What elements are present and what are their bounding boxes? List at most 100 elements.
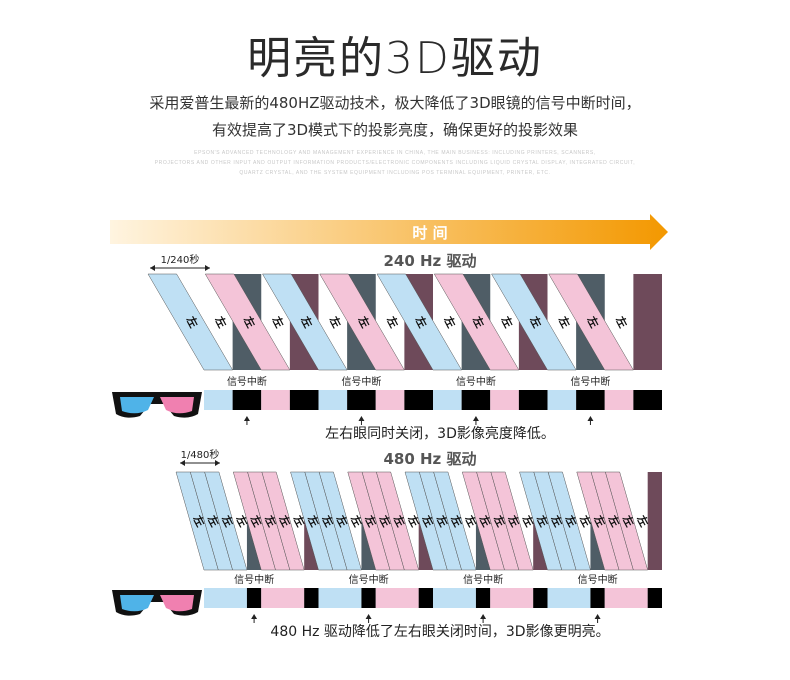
- shutter-closed: [289, 390, 319, 410]
- section-240hz: 240 Hz 驱动1/240秒左左左左左左左左左左左左左左左左信号中断信号中断信…: [112, 252, 662, 442]
- frame-label: 左: [562, 512, 580, 529]
- frame-label: 左: [269, 313, 287, 330]
- shutter-open: [261, 588, 305, 608]
- pointer-arrow: [594, 614, 601, 619]
- frame-label: 左: [619, 512, 637, 529]
- shutter-open: [375, 390, 405, 410]
- frame-label: 左: [298, 313, 316, 330]
- shutter-closed: [518, 390, 548, 410]
- shutter-open: [261, 390, 290, 410]
- shutter-open: [318, 588, 362, 608]
- frame-label: 左: [448, 512, 466, 529]
- time-arrow: [110, 214, 668, 250]
- shutter-closed: [418, 588, 433, 608]
- shutter-closed: [461, 390, 491, 410]
- shutter-closed: [590, 588, 605, 608]
- shutter-open: [547, 390, 577, 410]
- pointer-arrow: [365, 614, 372, 619]
- shutter-open: [433, 588, 476, 608]
- shutter-open: [204, 390, 233, 410]
- shutter-closed: [404, 390, 433, 410]
- frame-label: 左: [584, 313, 602, 330]
- signal-interrupt-label: 信号中断: [578, 573, 618, 586]
- frame-label: 左: [527, 313, 545, 330]
- watermark-line-2: PROJECTORS AND OTHER INPUT AND OUTPUT IN…: [154, 160, 636, 166]
- frame-label: 左: [634, 512, 652, 529]
- frame-label: 左: [505, 512, 523, 529]
- shutter-closed: [246, 588, 262, 608]
- interval-arrow-left: [150, 265, 155, 271]
- shutter-closed: [232, 390, 262, 410]
- section-caption: 480 Hz 驱动降低了左右眼关闭时间，3D影像更明亮。: [270, 623, 609, 640]
- interval-arrow-right: [215, 460, 220, 466]
- pointer-arrow: [587, 416, 594, 421]
- interval-arrow-right: [205, 265, 210, 271]
- frame-label: 左: [333, 512, 351, 529]
- shutter-closed: [475, 588, 491, 608]
- frame-label: 左: [469, 313, 487, 330]
- frame-label: 左: [183, 313, 201, 330]
- pointer-arrow: [243, 416, 250, 421]
- shutter-open: [604, 390, 634, 410]
- frame-label: 左: [441, 313, 459, 330]
- 3d-glasses-icon: [112, 590, 202, 616]
- section-caption: 左右眼同时关闭，3D影像亮度降低。: [325, 425, 555, 442]
- interval-arrow-left: [180, 460, 185, 466]
- shutter-open: [204, 588, 247, 608]
- intro-line-1: 采用爱普生最新的480HZ驱动技术，极大降低了3D眼镜的信号中断时间，: [149, 94, 641, 112]
- frame-label: 左: [412, 313, 430, 330]
- frame-label: 左: [498, 313, 516, 330]
- right-lens: [160, 595, 194, 612]
- shutter-open: [490, 390, 519, 410]
- shutter-closed: [347, 390, 376, 410]
- signal-interrupt-label: 信号中断: [234, 573, 274, 586]
- transition-slot: [633, 274, 662, 370]
- pointer-arrow: [358, 416, 365, 421]
- frame-label: 左: [383, 313, 401, 330]
- frame-label: 左: [326, 313, 344, 330]
- watermark-line-1: EPSON'S ADVANCED TECHNOLOGY AND MANAGEME…: [194, 150, 596, 156]
- shutter-closed: [576, 390, 605, 410]
- section-title: 240 Hz 驱动: [383, 252, 476, 270]
- frame-label: 左: [212, 313, 230, 330]
- frame-label: 左: [240, 313, 258, 330]
- shutter-closed: [361, 588, 376, 608]
- right-lens: [160, 397, 194, 414]
- left-lens: [120, 595, 154, 612]
- shutter-open: [490, 588, 534, 608]
- transition-slot: [647, 472, 662, 570]
- shutter-closed: [304, 588, 319, 608]
- frame-label: 左: [355, 313, 373, 330]
- watermark-line-3: QUARTZ CRYSTAL, AND THE SYSTEM EQUIPMENT…: [239, 170, 551, 176]
- interval-label: 1/480秒: [181, 448, 220, 461]
- shutter-open: [318, 390, 348, 410]
- signal-interrupt-label: 信号中断: [456, 375, 496, 388]
- 3d-glasses-icon: [112, 392, 202, 418]
- section-480hz: 480 Hz 驱动1/480秒左左左左左左左左左左左左左左左左左左左左左左左左左…: [112, 448, 662, 640]
- frame-label: 左: [276, 512, 294, 529]
- frame-label: 左: [390, 512, 408, 529]
- left-lens: [120, 397, 154, 414]
- shutter-closed: [633, 390, 662, 410]
- time-arrow-label: 时 间: [412, 224, 447, 242]
- interval-label: 1/240秒: [161, 253, 200, 266]
- frame-label: 左: [555, 313, 573, 330]
- signal-interrupt-label: 信号中断: [349, 573, 389, 586]
- shutter-closed: [533, 588, 548, 608]
- pointer-arrow: [472, 416, 479, 421]
- shutter-open: [433, 390, 462, 410]
- shutter-open: [604, 588, 648, 608]
- shutter-open: [547, 588, 591, 608]
- frame-label: 左: [612, 313, 630, 330]
- signal-interrupt-label: 信号中断: [227, 375, 267, 388]
- signal-interrupt-label: 信号中断: [341, 375, 381, 388]
- shutter-open: [375, 588, 419, 608]
- signal-interrupt-label: 信号中断: [570, 375, 610, 388]
- page-title: 明亮的3D驱动: [247, 33, 543, 84]
- signal-interrupt-label: 信号中断: [463, 573, 503, 586]
- intro-line-2: 有效提高了3D模式下的投影亮度，确保更好的投影效果: [211, 121, 579, 139]
- shutter-closed: [647, 588, 662, 608]
- pointer-arrow: [480, 614, 487, 619]
- pointer-arrow: [251, 614, 258, 619]
